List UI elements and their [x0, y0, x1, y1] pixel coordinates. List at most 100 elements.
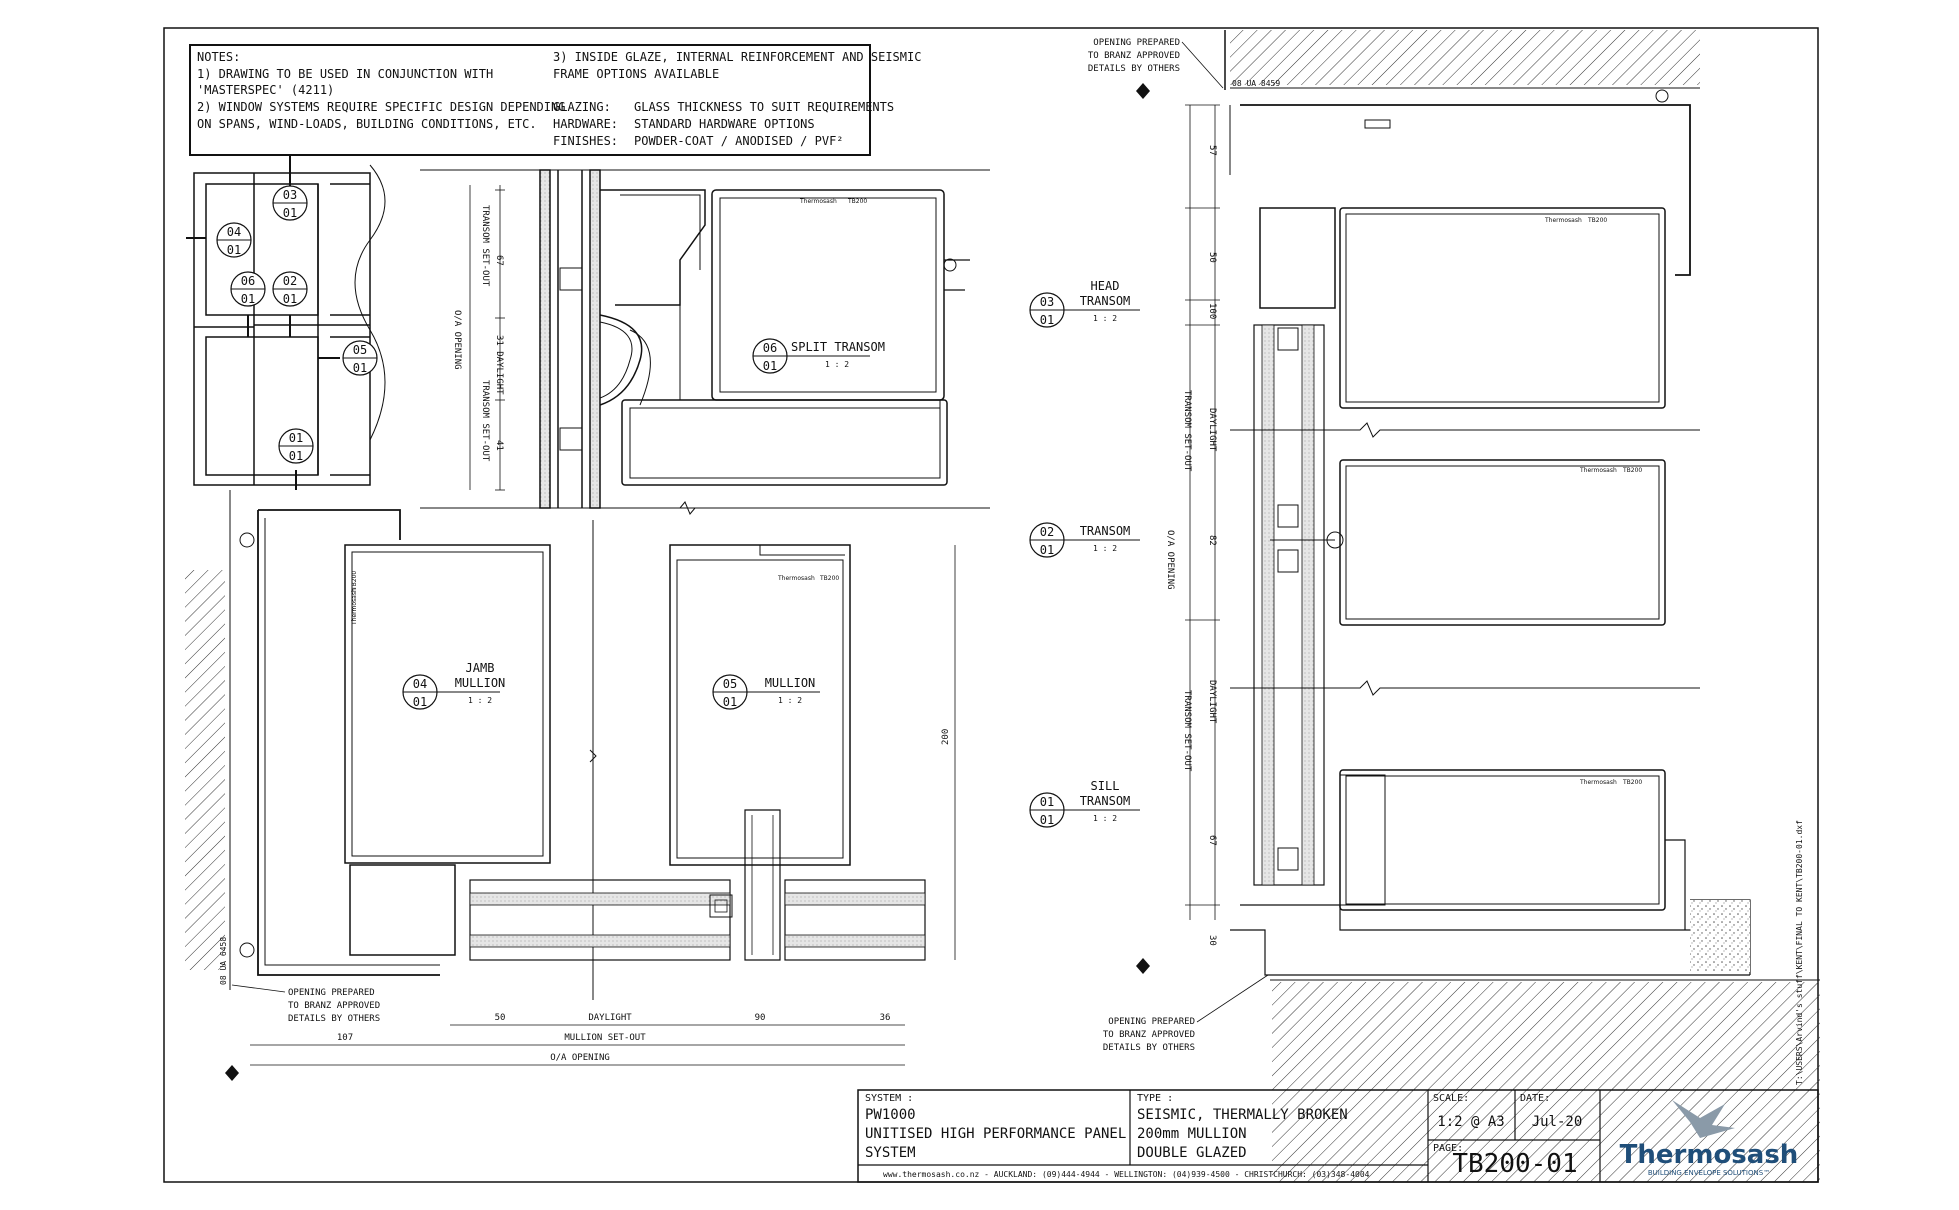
svg-text:03: 03	[283, 188, 297, 202]
section-bubble[interactable]: 01 01	[278, 428, 314, 464]
svg-text:OPENING PREPARED: OPENING PREPARED	[1108, 1017, 1195, 1027]
brand-name: Thermosash	[1620, 1140, 1799, 1170]
title-block-text: SYSTEM : PW1000 UNITISED HIGH PERFORMANC…	[865, 1093, 1582, 1179]
datum-marker	[225, 1065, 239, 1081]
profile-mark-code: TB200	[819, 575, 839, 582]
svg-text:03: 03	[1040, 295, 1054, 309]
bird-logo-icon	[1672, 1100, 1735, 1138]
svg-text:01: 01	[763, 359, 777, 373]
svg-text:90: 90	[755, 1013, 766, 1023]
type-line: SEISMIC, THERMALLY BROKEN	[1137, 1107, 1348, 1123]
notes-heading: NOTES:	[197, 50, 240, 64]
type-line: 200mm MULLION	[1137, 1126, 1247, 1142]
opening-callout-left: OPENING PREPARED TO BRANZ APPROVED DETAI…	[231, 984, 380, 1024]
svg-text:107: 107	[337, 1033, 353, 1043]
split-transom-detail	[420, 169, 990, 515]
svg-text:DAYLIGHT: DAYLIGHT	[1207, 408, 1217, 452]
brand-tagline: BUILDING ENVELOPE SOLUTIONS™	[1648, 1169, 1770, 1177]
svg-text:01: 01	[289, 431, 303, 445]
svg-text:TO BRANZ APPROVED: TO BRANZ APPROVED	[1103, 1030, 1195, 1040]
svg-text:TRANSOM SET-OUT: TRANSOM SET-OUT	[1182, 390, 1192, 472]
section-bubble[interactable]: 02 01	[272, 271, 308, 307]
svg-text:TRANSOM: TRANSOM	[1080, 794, 1131, 808]
jamb-mullion-detail	[185, 490, 551, 990]
datum-marker	[1136, 958, 1150, 974]
section-bubble[interactable]: 03 01	[272, 185, 308, 221]
notes-line-3: FRAME OPTIONS AVAILABLE	[553, 67, 719, 81]
file-path: T:\USERS\Arvind's stuff\KENT\FINAL TO KE…	[1795, 820, 1804, 1085]
svg-text:01: 01	[723, 695, 737, 709]
profile-mark-code: TB200	[1622, 467, 1642, 474]
plan-profile-marks: Thermosash TB200 Thermosash TB200	[351, 571, 839, 626]
page-number: TB200-01	[1452, 1149, 1577, 1179]
svg-text:SILL: SILL	[1091, 779, 1120, 793]
brand-logo: Thermosash BUILDING ENVELOPE SOLUTIONS™	[1620, 1100, 1799, 1177]
vertical-section	[1224, 30, 1820, 1182]
spec-key: GLAZING:	[553, 100, 611, 114]
svg-text:06: 06	[763, 341, 777, 355]
svg-text:67: 67	[1207, 835, 1217, 846]
svg-text:O/A OPENING: O/A OPENING	[550, 1053, 610, 1063]
notes-box: NOTES: 1) DRAWING TO BE USED IN CONJUNCT…	[189, 44, 921, 156]
svg-text:02: 02	[283, 274, 297, 288]
section-bubble[interactable]: 06 01	[230, 271, 266, 307]
notes-line: 1) DRAWING TO BE USED IN CONJUNCTION WIT…	[197, 67, 493, 81]
detail-callout-02[interactable]: 02 01 TRANSOM 1 : 2	[1029, 522, 1140, 558]
type-line: DOUBLE GLAZED	[1137, 1145, 1247, 1161]
svg-text:TYPE :: TYPE :	[1137, 1093, 1173, 1104]
vertical-profile-marks: Thermosash TB200 Thermosash TB200 Thermo…	[1544, 217, 1642, 786]
svg-text:1 : 2: 1 : 2	[1093, 814, 1117, 823]
key-plan	[186, 155, 386, 490]
profile-mark-code: TB200	[1622, 779, 1642, 786]
svg-text:1 : 2: 1 : 2	[1093, 314, 1117, 323]
svg-text:50: 50	[495, 1013, 506, 1023]
svg-text:DAYLIGHT: DAYLIGHT	[1207, 680, 1217, 724]
svg-text:100: 100	[1207, 303, 1217, 319]
detail-callout-03[interactable]: 03 01 HEAD TRANSOM 1 : 2	[1029, 279, 1140, 328]
svg-text:01: 01	[1040, 543, 1054, 557]
profile-mark: Thermosash	[1579, 467, 1617, 474]
svg-text:36: 36	[880, 1013, 891, 1023]
svg-text:JAMB: JAMB	[466, 661, 495, 675]
svg-text:08 UA 6458: 08 UA 6458	[219, 937, 228, 985]
svg-text:200: 200	[941, 729, 951, 745]
svg-text:TRANSOM SET-OUT: TRANSOM SET-OUT	[480, 205, 490, 287]
opening-callout-top: OPENING PREPARED TO BRANZ APPROVED DETAI…	[1088, 38, 1280, 89]
svg-text:DETAILS BY OTHERS: DETAILS BY OTHERS	[1103, 1043, 1195, 1053]
svg-text:05: 05	[723, 677, 737, 691]
detail-callout-04[interactable]: 04 01 JAMB MULLION 1 : 2	[402, 661, 506, 710]
section-bubble[interactable]: 04 01	[216, 222, 252, 258]
svg-text:TRANSOM SET-OUT: TRANSOM SET-OUT	[1182, 690, 1192, 772]
spec-value: STANDARD HARDWARE OPTIONS	[634, 117, 815, 131]
profile-mark-code: TB200	[1587, 217, 1607, 224]
spec-value: GLASS THICKNESS TO SUIT REQUIREMENTS	[634, 100, 894, 114]
right-dim-lines	[1185, 104, 1220, 920]
svg-text:HEAD: HEAD	[1091, 279, 1120, 293]
profile-mark: Thermosash	[1579, 779, 1617, 786]
section-bubble[interactable]: 05 01	[342, 340, 378, 376]
svg-text:TO BRANZ APPROVED: TO BRANZ APPROVED	[1088, 51, 1180, 61]
svg-text:SYSTEM :: SYSTEM :	[865, 1093, 913, 1104]
svg-text:MULLION: MULLION	[765, 676, 816, 690]
plan-dim-text: 50 DAYLIGHT 90 36 107 MULLION SET-OUT O/…	[219, 729, 951, 1063]
spec-value: POWDER-COAT / ANODISED / PVF²	[634, 134, 844, 148]
svg-text:04: 04	[227, 225, 241, 239]
svg-text:O/A OPENING: O/A OPENING	[452, 310, 462, 370]
svg-text:MULLION: MULLION	[455, 676, 506, 690]
split-transom-dim-text: TRANSOM SET-OUT 67 O/A OPENING 31 DAYLIG…	[452, 205, 504, 462]
svg-text:DETAILS BY OTHERS: DETAILS BY OTHERS	[1088, 64, 1180, 74]
svg-text:67: 67	[494, 255, 504, 266]
detail-callout-05[interactable]: 05 01 MULLION 1 : 2	[712, 674, 820, 710]
svg-text:01: 01	[1040, 813, 1054, 827]
detail-callout-06[interactable]: 06 01 SPLIT TRANSOM 1 : 2	[752, 338, 885, 374]
detail-callout-01[interactable]: 01 01 SILL TRANSOM 1 : 2	[1029, 779, 1140, 828]
system-line: UNITISED HIGH PERFORMANCE PANEL	[865, 1126, 1126, 1142]
svg-text:1 : 2: 1 : 2	[1093, 544, 1117, 553]
notes-line-3: 3) INSIDE GLAZE, INTERNAL REINFORCEMENT …	[553, 50, 921, 64]
svg-text:1 : 2: 1 : 2	[778, 696, 802, 705]
svg-text:TRANSOM SET-OUT: TRANSOM SET-OUT	[480, 380, 490, 462]
profile-mark: Thermosash	[799, 198, 837, 205]
mullion-detail	[469, 520, 926, 1000]
notes-line: 2) WINDOW SYSTEMS REQUIRE SPECIFIC DESIG…	[197, 100, 565, 114]
svg-text:50: 50	[1207, 252, 1217, 263]
